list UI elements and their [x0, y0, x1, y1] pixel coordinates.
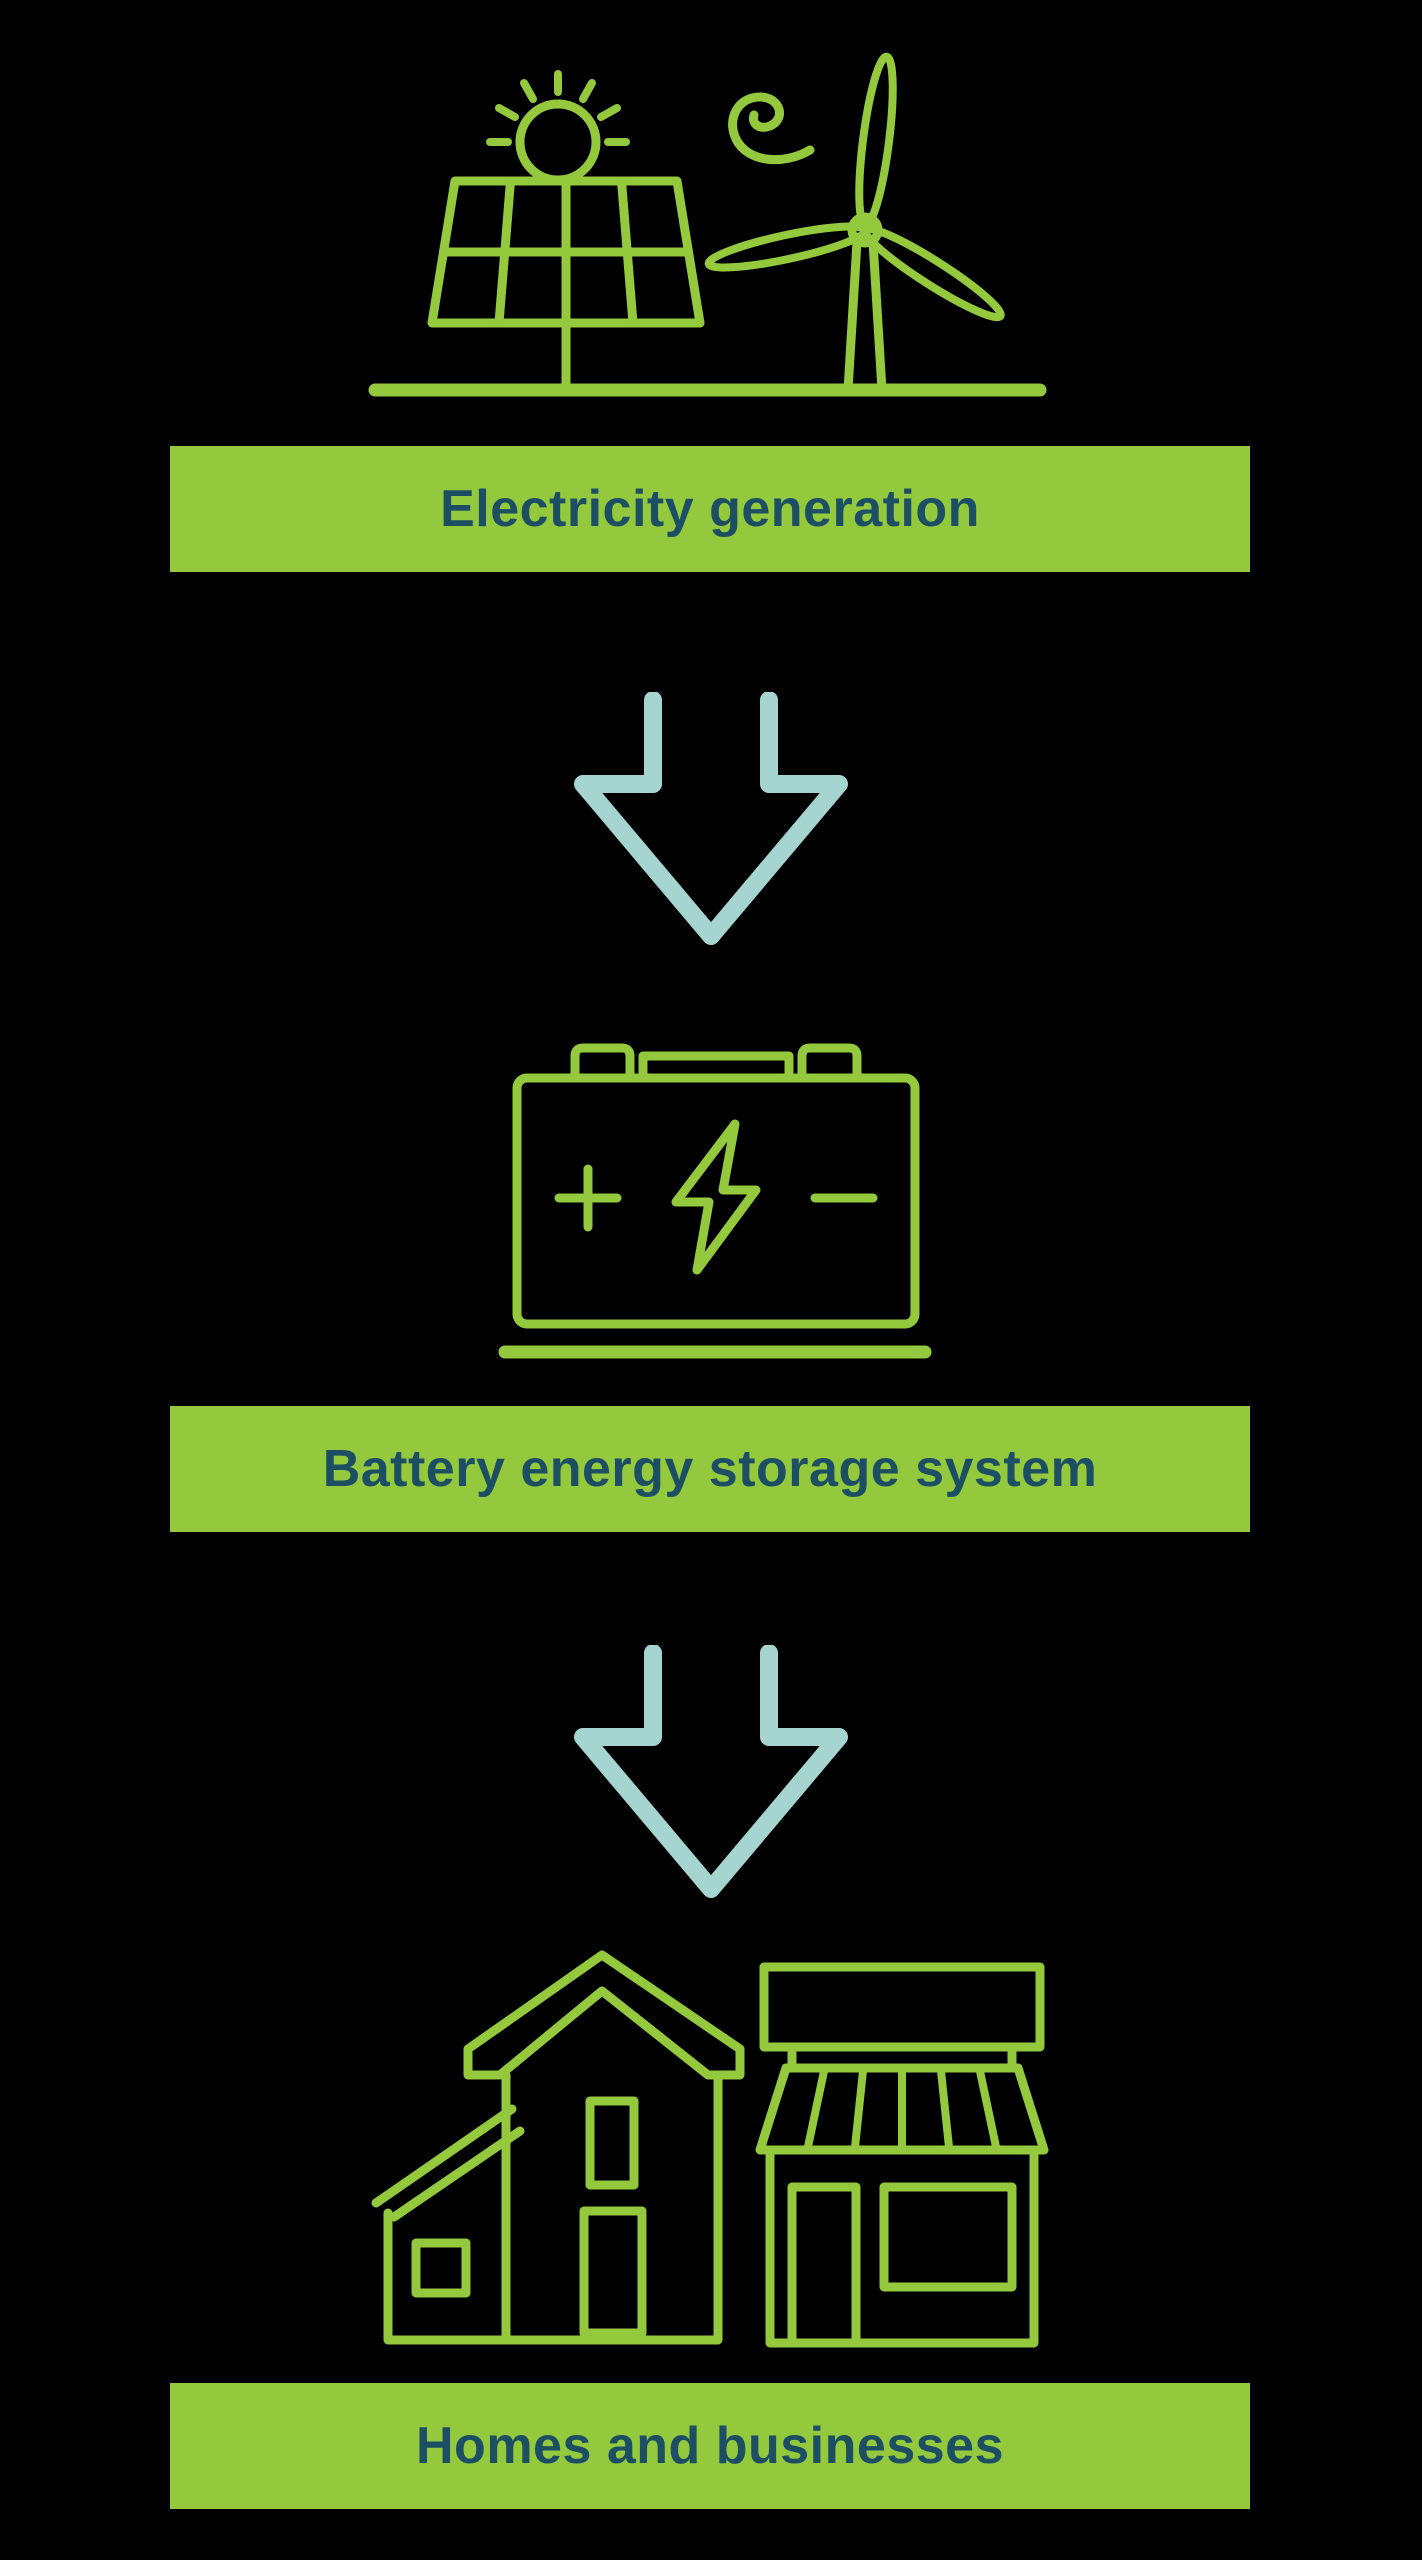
down-arrow-icon — [574, 1645, 848, 1898]
lightning-bolt-icon — [671, 1119, 761, 1275]
wind-gust-icon — [728, 92, 815, 165]
down-arrow-icon — [574, 692, 848, 945]
battery-terminal-left-shape — [570, 1043, 635, 1083]
step-label-bar-battery-storage: Battery energy storage system — [170, 1406, 1250, 1532]
solar-panel-icon — [427, 176, 705, 395]
step-label: Homes and businesses — [416, 2417, 1004, 2475]
solar-and-wind-icon — [368, 52, 1047, 397]
sun-rays-icon — [486, 70, 630, 146]
house-icon — [371, 1950, 745, 2345]
battery-top-plateau-shape — [638, 1051, 794, 1083]
step-label: Battery energy storage system — [322, 1440, 1098, 1498]
battery-body-shape — [512, 1073, 920, 1329]
plus-icon — [554, 1164, 622, 1232]
house-and-shop-icon — [371, 1950, 1049, 2348]
battery-terminal-right-shape — [797, 1043, 862, 1083]
sun-icon — [515, 99, 601, 185]
battery-icon — [498, 1043, 932, 1359]
wind-turbine-icon — [704, 52, 1005, 395]
step-label-bar-homes-businesses: Homes and businesses — [170, 2383, 1250, 2509]
step-label: Electricity generation — [440, 480, 980, 538]
shop-icon — [755, 1962, 1049, 2348]
step-label-bar-electricity-generation: Electricity generation — [170, 446, 1250, 572]
